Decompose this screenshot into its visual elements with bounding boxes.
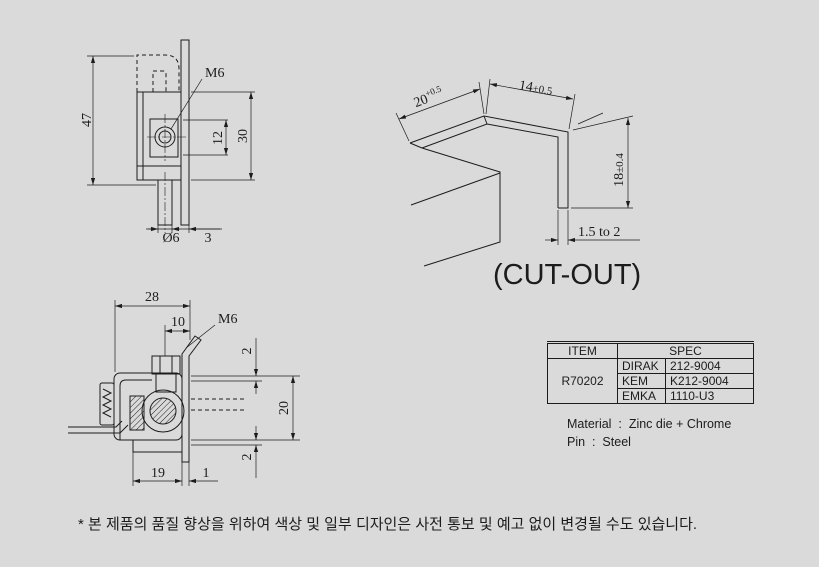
brand-cell: KEM [617,373,666,389]
right-width-tolerance: ±0.5 [532,83,554,98]
material-line: Material : Zinc die + Chrome [567,417,732,431]
base-width-label: 19 [151,466,165,481]
gap-bottom-label: 2 [240,454,255,461]
screw-pocket [149,118,179,158]
extension-line [478,81,485,115]
left-width-tolerance: +0.5 [424,83,443,98]
right-width-label: 14±0.5 [518,78,554,99]
brand-cell: DIRAK [617,358,666,374]
extension-line [485,78,491,115]
left-width-label: 20+0.5 [411,83,446,111]
cutout-outer-edge [409,115,569,209]
panel-edge [421,147,501,267]
gasket-fold [101,388,113,418]
table-row: EMKA 1110-U3 [548,388,754,404]
table-row: KEM K212-9004 [548,373,754,389]
gap-top-label: 2 [240,348,255,355]
extension-line [572,115,634,131]
extension-line [568,93,576,130]
cutout-corner [409,142,423,149]
height-tolerance: ±0.4 [614,153,626,173]
housing-base [132,440,182,453]
extension-line [577,112,604,125]
hole-height-label: 12 [211,131,226,145]
left-width-value: 20 [412,92,430,111]
height-label: 20 [277,401,292,415]
hook-hidden-outline [136,54,180,92]
front-view: M6 47 12 30 Ø6 3 [80,39,255,246]
spec-table: ITEM SPEC R70202 DIRAK 212-9004 KEM K212… [547,341,754,404]
section-labels: 28 10 M6 2 20 2 19 1 [145,290,292,481]
housing-inner [119,379,152,440]
table-row: R70202 DIRAK 212-9004 [547,358,754,404]
cutout-dimensions [395,78,640,245]
height-value: 18 [612,173,627,187]
panel [68,420,129,434]
bolt-head [151,355,181,375]
panel-edge [410,172,501,206]
section-dimensions [114,300,300,486]
spec-table-header: ITEM SPEC [547,342,754,359]
cutout-caption: (CUT-OUT) [493,259,641,291]
section-view: 28 10 M6 2 20 2 19 1 [68,290,300,486]
dimension-line-14 [489,83,574,100]
item-header: ITEM [547,342,618,359]
cam-side-section [129,395,145,431]
pin-material-line: Pin : Steel [567,435,631,449]
cutout-inner-edge [421,123,559,208]
bolt-shank [155,373,177,393]
item-code: R70202 [547,358,618,404]
thread-label: M6 [205,66,224,81]
front-view-dimensions [87,55,255,233]
cutout-view: 20+0.5 14±0.5 18±0.4 1.5 to 2 (CUT-OUT) [395,78,641,291]
thread-leader [185,324,216,349]
height-label: 18±0.4 [612,153,627,187]
code-cell: 212-9004 [665,358,754,374]
plate-thickness-label: 3 [205,231,212,246]
code-cell: 1110-U3 [665,388,754,404]
offset-label: 10 [171,315,185,330]
overall-height-label: 47 [80,113,95,127]
section-outline [68,335,246,463]
right-width-value: 14 [518,78,534,95]
tongue-thickness-label: 1 [203,466,210,481]
extension-line [395,112,410,142]
mounting-plate [180,39,190,226]
panel-thickness-label: 1.5 to 2 [578,225,620,240]
dimension-line-20 [398,88,481,120]
overall-width-label: 28 [145,290,159,305]
code-cell: K212-9004 [665,373,754,389]
cutout-outline [409,115,569,267]
disclaimer-note: * 본 제품의 품질 향상을 위하여 색상 및 일부 디자인은 사전 통보 및 … [78,516,698,533]
gasket [99,382,115,426]
front-view-labels: M6 47 12 30 Ø6 3 [80,66,251,246]
body-height-label: 30 [236,129,251,143]
brand-cell: EMKA [617,388,666,404]
spec-header: SPEC [617,342,754,359]
thread-leader [170,78,203,130]
cutout-labels: 20+0.5 14±0.5 18±0.4 1.5 to 2 [411,78,627,240]
thread-label: M6 [218,312,237,327]
cutout-corner [483,115,488,125]
cam-core [149,397,177,425]
pin-diameter-label: Ø6 [162,231,179,246]
front-view-outline [136,39,190,233]
